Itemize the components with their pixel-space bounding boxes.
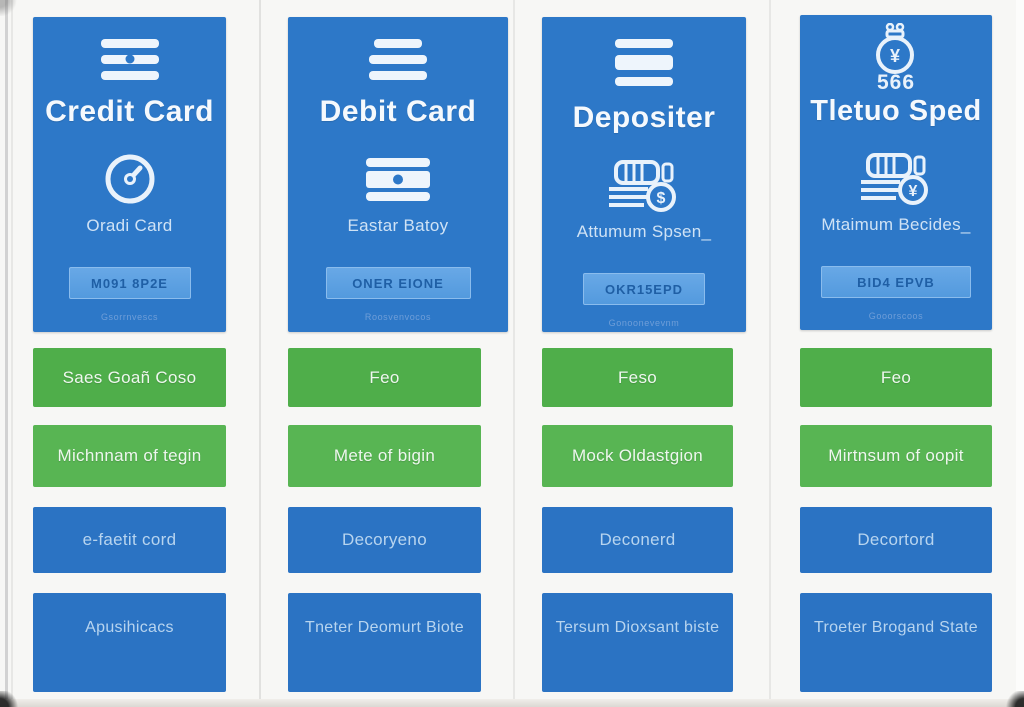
card-action-button[interactable]: ONER EIONE — [325, 267, 471, 299]
column-separator — [769, 0, 771, 707]
card-title: Credit Card — [45, 95, 214, 128]
menu-icon — [615, 35, 673, 89]
product-card: Debit Card Eastar Batoy ONER EIONE Roosv… — [288, 17, 508, 332]
column-tletuo-sped: ¥ 566 Tletuo Sped ¥ Mtaimum Becides_ BID… — [800, 0, 992, 707]
feature-row[interactable]: Mirtnsum of oopit — [800, 425, 992, 487]
corner-artifact — [0, 0, 18, 16]
card-subtitle: Eastar Batoy — [347, 216, 449, 235]
feature-row[interactable]: Apusihicacs — [33, 593, 226, 692]
feature-row[interactable]: Mock Oldastgion — [542, 425, 733, 487]
card-footnote: Gsorrnvescs — [100, 312, 159, 322]
feature-row[interactable]: Tersum Dioxsant biste — [542, 593, 733, 692]
feature-row[interactable]: Deconerd — [542, 507, 733, 573]
left-edge-line-2 — [11, 0, 13, 707]
card-subtitle: Oradi Card — [86, 216, 173, 235]
column-depositer: Depositer $ Attumum Spsen_ OKR15EPD Gono… — [542, 0, 746, 707]
product-card: Credit Card Oradi Card M091 8P2E Gsorrnv… — [33, 17, 226, 332]
feature-row[interactable]: Feso — [542, 348, 733, 407]
card-subtitle: Attumum Spsen_ — [576, 222, 712, 241]
feature-row[interactable]: Decoryeno — [288, 507, 481, 573]
card-action-button[interactable]: M091 8P2E — [68, 267, 191, 299]
column-credit-card: Credit Card Oradi Card M091 8P2E Gsorrnv… — [33, 0, 226, 707]
feature-row[interactable]: Feo — [800, 348, 992, 407]
menu-dot — [125, 54, 134, 64]
menu-icon — [369, 35, 427, 83]
product-card: ¥ 566 Tletuo Sped ¥ Mtaimum Becides_ BID… — [800, 15, 992, 330]
left-edge-line — [5, 0, 8, 707]
bottom-edge-strip — [0, 699, 1024, 707]
card-subtitle: Mtaimum Becides_ — [821, 215, 971, 234]
coin-symbol: ¥ — [909, 183, 918, 200]
column-separator — [513, 0, 515, 707]
money-bag-icon: ¥ 566 — [870, 23, 922, 93]
gauge-icon — [102, 152, 158, 206]
bag-symbol: ¥ — [890, 46, 900, 66]
menu-icon — [100, 35, 159, 83]
card-footnote: Gonoonevevnm — [608, 318, 680, 328]
feature-row[interactable]: Feo — [288, 348, 481, 407]
card-title: Debit Card — [319, 95, 477, 128]
feature-row[interactable]: Mete of bigin — [288, 425, 481, 487]
product-card: Depositer $ Attumum Spsen_ OKR15EPD Gono… — [542, 17, 746, 332]
right-edge-strip — [1016, 0, 1024, 707]
coins-icon: $ — [606, 158, 682, 212]
feature-row[interactable]: Tneter Deomurt Biote — [288, 593, 481, 692]
feature-row[interactable]: Troeter Brogand State — [800, 593, 992, 692]
coin-symbol: $ — [657, 190, 666, 207]
feature-row[interactable]: Decortord — [800, 507, 992, 573]
card-title: Depositer — [572, 101, 716, 134]
column-separator — [259, 0, 261, 707]
coins-icon: ¥ — [858, 151, 934, 205]
feature-row[interactable]: Michnnam of tegin — [33, 425, 226, 487]
credit-card-icon — [365, 152, 431, 206]
feature-row[interactable]: Saes Goañ Coso — [33, 348, 226, 407]
card-footnote: Gooorscoos — [868, 311, 924, 321]
card-title: Tletuo Sped — [810, 95, 982, 127]
card-footnote: Roosvenvocos — [364, 312, 432, 322]
feature-row[interactable]: e-faetit cord — [33, 507, 226, 573]
card-action-button[interactable]: BID4 EPVB — [821, 266, 971, 298]
column-debit-card: Debit Card Eastar Batoy ONER EIONE Roosv… — [288, 0, 508, 707]
card-action-button[interactable]: OKR15EPD — [583, 273, 705, 305]
amount-badge: 566 — [876, 71, 916, 94]
